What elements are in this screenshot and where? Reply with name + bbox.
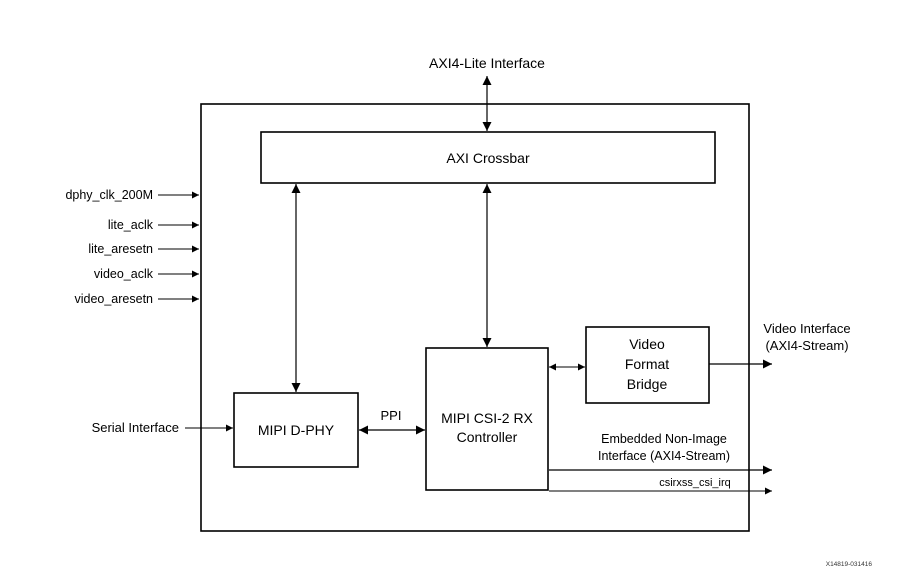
input-label-video-aresetn: video_aresetn (74, 292, 153, 306)
axi-crossbar-block (260, 131, 716, 184)
input-label-lite-aresetn: lite_aresetn (88, 242, 153, 256)
csi-controller-label-line2: Controller (457, 429, 518, 445)
video-interface-label-line1: Video Interface (763, 321, 850, 336)
mipi-dphy-block (233, 392, 359, 468)
mipi-dphy-label: MIPI D-PHY (258, 422, 335, 438)
figure-id: X14819-031416 (826, 561, 873, 568)
input-label-video-aclk: video_aclk (94, 267, 154, 281)
embedded-interface-label-line1: Embedded Non-Image (601, 432, 727, 446)
axi4-lite-interface-label: AXI4-Lite Interface (429, 55, 545, 71)
axi-crossbar-label: AXI Crossbar (446, 150, 530, 166)
mipi-csi2-rx-controller-block (425, 347, 549, 491)
embedded-interface-label-line2: Interface (AXI4-Stream) (598, 449, 730, 463)
video-format-bridge-block (585, 326, 710, 404)
ppi-label: PPI (381, 408, 402, 423)
bridge-label-line1: Video (629, 336, 665, 352)
input-label-dphy-clk: dphy_clk_200M (65, 188, 153, 202)
video-interface-label-line2: (AXI4-Stream) (765, 338, 848, 353)
bridge-label-line2: Format (625, 356, 669, 372)
serial-interface-label: Serial Interface (92, 420, 179, 435)
csi-controller-label-line1: MIPI CSI-2 RX (441, 410, 533, 426)
irq-label: csirxss_csi_irq (659, 477, 731, 489)
bridge-label-line3: Bridge (627, 376, 668, 392)
input-label-lite-aclk: lite_aclk (108, 218, 154, 232)
input-signals: dphy_clk_200M lite_aclk lite_aresetn vid… (65, 188, 199, 306)
